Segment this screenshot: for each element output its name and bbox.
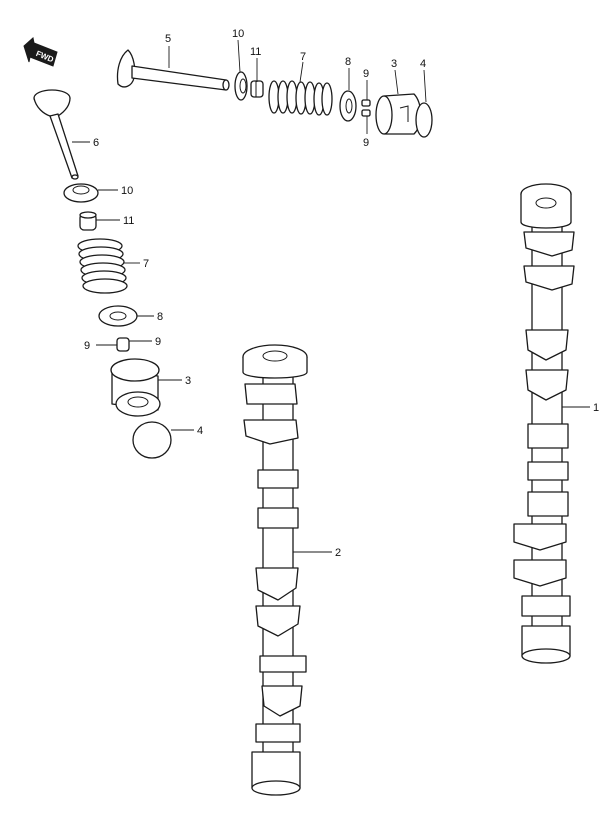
- callout-4: 4: [420, 58, 426, 70]
- shim-part: [132, 421, 172, 459]
- callout-4: 4: [197, 425, 203, 437]
- callout-11: 11: [123, 215, 134, 227]
- fwd-marker: FWD: [23, 37, 58, 67]
- callout-3: 3: [391, 58, 397, 70]
- forward-arrow-icon: [23, 37, 58, 67]
- intake-valve-assembly: [33, 89, 172, 459]
- valve-part: [116, 49, 230, 91]
- callout-8: 8: [157, 311, 163, 323]
- valve-stem-seal-part: [79, 211, 97, 231]
- callout-6: 6: [93, 137, 99, 149]
- valve-cotter-part: [116, 337, 130, 352]
- valve-stem-seal-part: [250, 80, 264, 98]
- valve-lifter-part: [375, 93, 422, 135]
- shim-part: [415, 102, 433, 138]
- camshaft-1: [513, 183, 575, 664]
- callout-11: 11: [250, 46, 261, 58]
- exhaust-valve-assembly: [116, 49, 433, 138]
- valve-retainer-part: [234, 71, 248, 101]
- valve-retainer-part: [63, 183, 99, 203]
- callout-9: 9: [84, 340, 90, 352]
- callout-10: 10: [232, 28, 244, 40]
- callout-labels: 5 10 11 7 8 9 3 4 9 6 10 11 7 8 9 9 3 4 …: [84, 28, 599, 559]
- valve-part: [33, 89, 79, 180]
- callout-2: 2: [335, 547, 341, 559]
- callout-5: 5: [165, 33, 171, 45]
- camshaft-2: [242, 344, 308, 796]
- callout-9: 9: [363, 68, 369, 80]
- valve-lifter-part: [110, 358, 161, 417]
- callout-1: 1: [593, 402, 599, 414]
- valve-cotter-part: [361, 99, 371, 117]
- callout-7: 7: [143, 258, 149, 270]
- callout-9: 9: [363, 137, 369, 149]
- spring-seat-part: [339, 90, 357, 122]
- spring-seat-part: [98, 305, 138, 327]
- callout-10: 10: [121, 185, 133, 197]
- valve-spring-part: [268, 80, 333, 116]
- callout-9: 9: [155, 336, 161, 348]
- leader-lines: [72, 39, 590, 553]
- callout-8: 8: [345, 56, 351, 68]
- callout-7: 7: [300, 51, 306, 63]
- valve-spring-part: [77, 238, 128, 294]
- callout-3: 3: [185, 375, 191, 387]
